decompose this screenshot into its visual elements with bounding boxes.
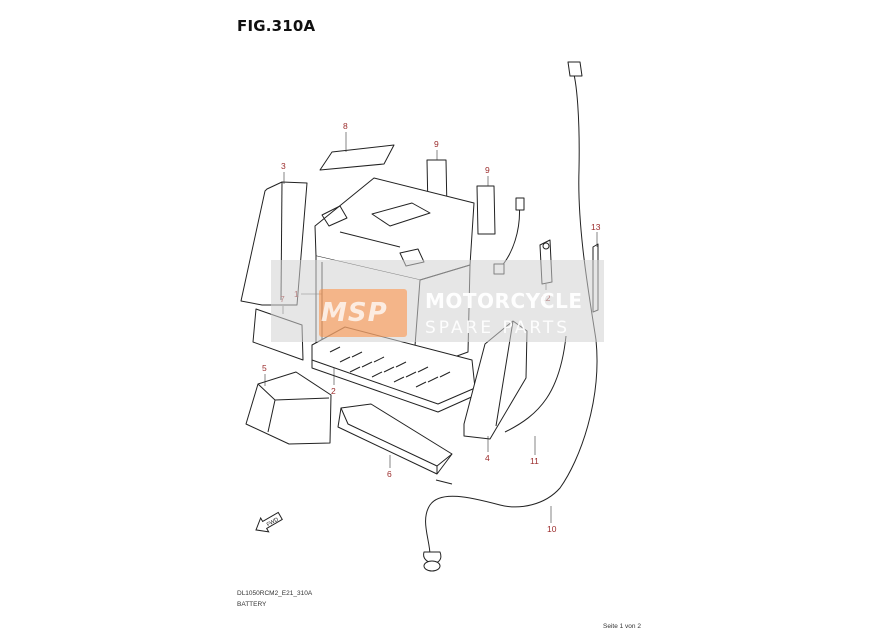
- page-indicator: Seite 1 von 2: [603, 623, 641, 630]
- callout-5: 5: [262, 363, 267, 373]
- callout-3: 3: [281, 161, 286, 171]
- watermark-title: MOTORCYCLE: [425, 289, 583, 313]
- callout-2: 2: [331, 386, 336, 396]
- watermark-subtitle: SPARE PARTS: [425, 318, 571, 338]
- figure-title: FIG.310A: [237, 17, 316, 35]
- part-11-cable: [499, 200, 521, 269]
- part-8-label-sheet: [319, 144, 395, 171]
- section-name: BATTERY: [237, 601, 267, 608]
- callout-4: 4: [485, 453, 490, 463]
- part-5-block-pad: [245, 371, 332, 445]
- part-10-long-cable: [425, 67, 598, 556]
- diagram-code: DL1050RCM2_E21_310A: [237, 590, 313, 597]
- part-9-sheet-b: [476, 185, 496, 235]
- watermark-logo-icon: [319, 289, 407, 337]
- callout-9: 9: [485, 165, 490, 175]
- callout-9: 9: [434, 139, 439, 149]
- callout-6: 6: [387, 469, 392, 479]
- part-6-foam-block: [337, 403, 453, 475]
- fwd-arrow-icon: FWD: [255, 511, 283, 533]
- callout-13: 13: [591, 222, 601, 232]
- callout-10: 10: [547, 524, 557, 534]
- fwd-label: FWD: [266, 517, 280, 528]
- callout-11: 11: [530, 456, 539, 466]
- watermark-logo-text: MSP: [321, 298, 388, 328]
- callout-8: 8: [343, 121, 348, 131]
